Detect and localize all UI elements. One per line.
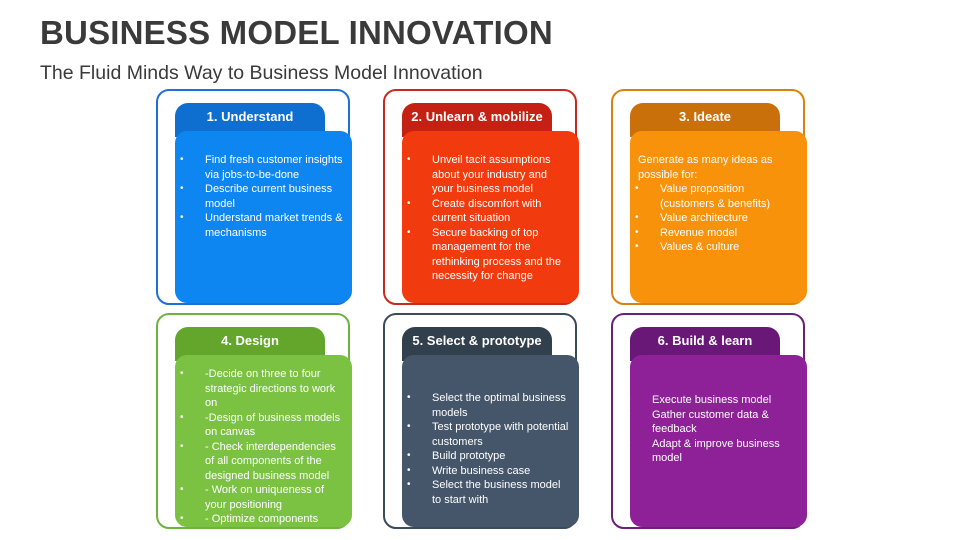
list-item: Revenue model — [635, 226, 799, 241]
step-card-understand: 1. Understand Find fresh customer insigh… — [156, 89, 352, 305]
list-item: -Design of business models on canvas — [180, 411, 344, 440]
step-intro-text: Generate as many ideas as possible for: — [638, 154, 773, 181]
list-item: Unveil tacit assumptions about your indu… — [407, 153, 571, 197]
list-item: Select the business model to start with — [407, 478, 571, 507]
list-item: Find fresh customer insights via jobs-to… — [180, 153, 344, 182]
step-panel-build-learn: Execute business model Gather customer d… — [627, 355, 807, 527]
list-item: Values & culture — [635, 240, 799, 255]
step-list: Execute business model Gather customer d… — [627, 393, 799, 466]
list-item: - Work on uniqueness of your positioning — [180, 483, 344, 512]
list-item: - Check interdependencies of all compone… — [180, 440, 344, 484]
step-list: Unveil tacit assumptions about your indu… — [407, 153, 571, 284]
list-item: Select the optimal business models — [407, 391, 571, 420]
step-card-build-learn: 6. Build & learn Execute business model … — [611, 313, 807, 529]
list-item: Gather customer data & feedback — [627, 408, 799, 437]
list-item: Understand market trends & mechanisms — [180, 211, 344, 240]
step-list: Value proposition (customers & benefits)… — [635, 182, 799, 255]
step-card-unlearn-mobilize: 2. Unlearn & mobilize Unveil tacit assum… — [383, 89, 579, 305]
step-card-design: 4. Design -Decide on three to four strat… — [156, 313, 352, 529]
list-item: -Decide on three to four strategic direc… — [180, 367, 344, 411]
list-item: Execute business model — [627, 393, 799, 408]
list-item: Create discomfort with current situation — [407, 197, 571, 226]
list-item: Value proposition (customers & benefits) — [635, 182, 799, 211]
list-item: Secure backing of top management for the… — [407, 226, 571, 284]
list-item: Build prototype — [407, 449, 571, 464]
list-item: Write business case — [407, 464, 571, 479]
list-item: Value architecture — [635, 211, 799, 226]
step-card-select-prototype: 5. Select & prototype Select the optimal… — [383, 313, 579, 529]
step-list: Find fresh customer insights via jobs-to… — [180, 153, 344, 240]
list-item: Adapt & improve business model — [627, 437, 799, 466]
step-list: Select the optimal business models Test … — [407, 391, 571, 507]
step-panel-understand: Find fresh customer insights via jobs-to… — [175, 131, 352, 303]
list-item: Test prototype with potential customers — [407, 420, 571, 449]
page-title: BUSINESS MODEL INNOVATION — [40, 14, 553, 51]
list-item: Describe current business model — [180, 182, 344, 211]
step-panel-ideate: Generate as many ideas as possible for: … — [630, 131, 807, 303]
step-card-ideate: 3. Ideate Generate as many ideas as poss… — [611, 89, 807, 305]
step-panel-design: -Decide on three to four strategic direc… — [175, 355, 352, 527]
page-subtitle: The Fluid Minds Way to Business Model In… — [40, 62, 483, 84]
step-panel-select-prototype: Select the optimal business models Test … — [402, 355, 579, 527]
step-list: -Decide on three to four strategic direc… — [180, 367, 344, 527]
list-item: - Optimize components — [180, 512, 344, 527]
step-panel-unlearn-mobilize: Unveil tacit assumptions about your indu… — [402, 131, 579, 303]
